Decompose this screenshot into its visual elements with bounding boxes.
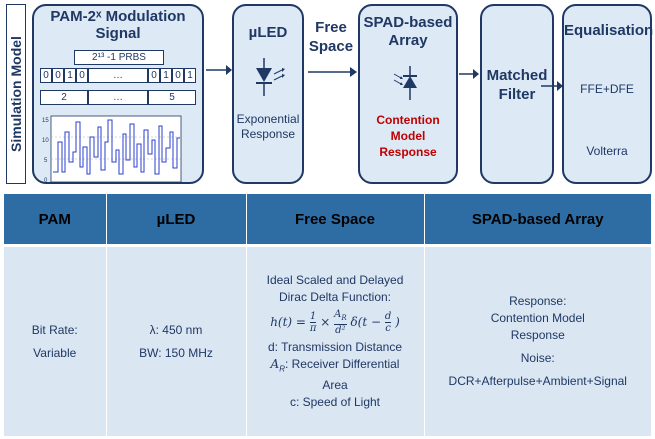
table-header-row: PAM µLED Free Space SPAD-based Array bbox=[4, 194, 651, 246]
pam-title: PAM-2ˣ Modulation Signal bbox=[50, 8, 186, 42]
photodiode-icon bbox=[393, 66, 417, 100]
prbs-label: 2¹³ -1 PRBS bbox=[74, 50, 164, 65]
bit-sequence: 0 0 1 0 … 0 1 0 1 bbox=[40, 68, 200, 84]
simulation-model-label: Simulation Model bbox=[6, 4, 26, 184]
symbol-sequence: 2 … 5 bbox=[40, 90, 200, 106]
cell-pam: Bit Rate: Variable bbox=[4, 244, 107, 436]
header-free-space: Free Space bbox=[246, 194, 425, 246]
arrow-pam-to-uled bbox=[206, 65, 232, 75]
matched-filter-block: Matched Filter bbox=[480, 4, 554, 184]
spad-block: SPAD-based Array Contention Model Respon… bbox=[358, 4, 458, 184]
arrow-uled-to-spad bbox=[308, 67, 357, 77]
svg-text:15: 15 bbox=[42, 118, 49, 124]
arrow-filter-to-eq bbox=[541, 81, 563, 91]
cell-free-space: Ideal Scaled and Delayed Dirac Delta Fun… bbox=[246, 244, 425, 436]
uled-response-text: Exponential Response bbox=[236, 112, 300, 141]
free-space-label: Free Space bbox=[308, 19, 354, 55]
arrow-spad-to-filter bbox=[459, 69, 479, 79]
header-pam: PAM bbox=[4, 194, 107, 246]
pam-block: PAM-2ˣ Modulation Signal 2¹³ -1 PRBS 0 0… bbox=[32, 4, 204, 184]
cell-spad: Response: Contention Model Response Nois… bbox=[424, 244, 651, 436]
svg-text:0: 0 bbox=[44, 178, 48, 184]
led-icon bbox=[256, 58, 285, 96]
spad-title: SPAD-based Array bbox=[363, 14, 453, 49]
matched-filter-title: Matched Filter bbox=[486, 67, 548, 103]
uled-block: µLED Exponential Response bbox=[232, 4, 304, 184]
svg-text:10: 10 bbox=[42, 138, 49, 144]
parameter-table: PAM µLED Free Space SPAD-based Array Bit… bbox=[4, 194, 651, 436]
cell-uled: λ: 450 nm BW: 150 MHz bbox=[106, 244, 247, 436]
equalisation-block: Equalisation FFE+DFE Volterra bbox=[562, 4, 653, 184]
header-spad: SPAD-based Array bbox=[424, 194, 651, 246]
contention-model-text: Contention Model Response bbox=[376, 113, 440, 159]
pam-signal-plot: 15 10 5 0 bbox=[42, 115, 182, 184]
header-uled: µLED bbox=[106, 194, 247, 246]
svg-text:5: 5 bbox=[44, 158, 48, 164]
table-row: Bit Rate: Variable λ: 450 nm BW: 150 MHz… bbox=[4, 244, 651, 436]
